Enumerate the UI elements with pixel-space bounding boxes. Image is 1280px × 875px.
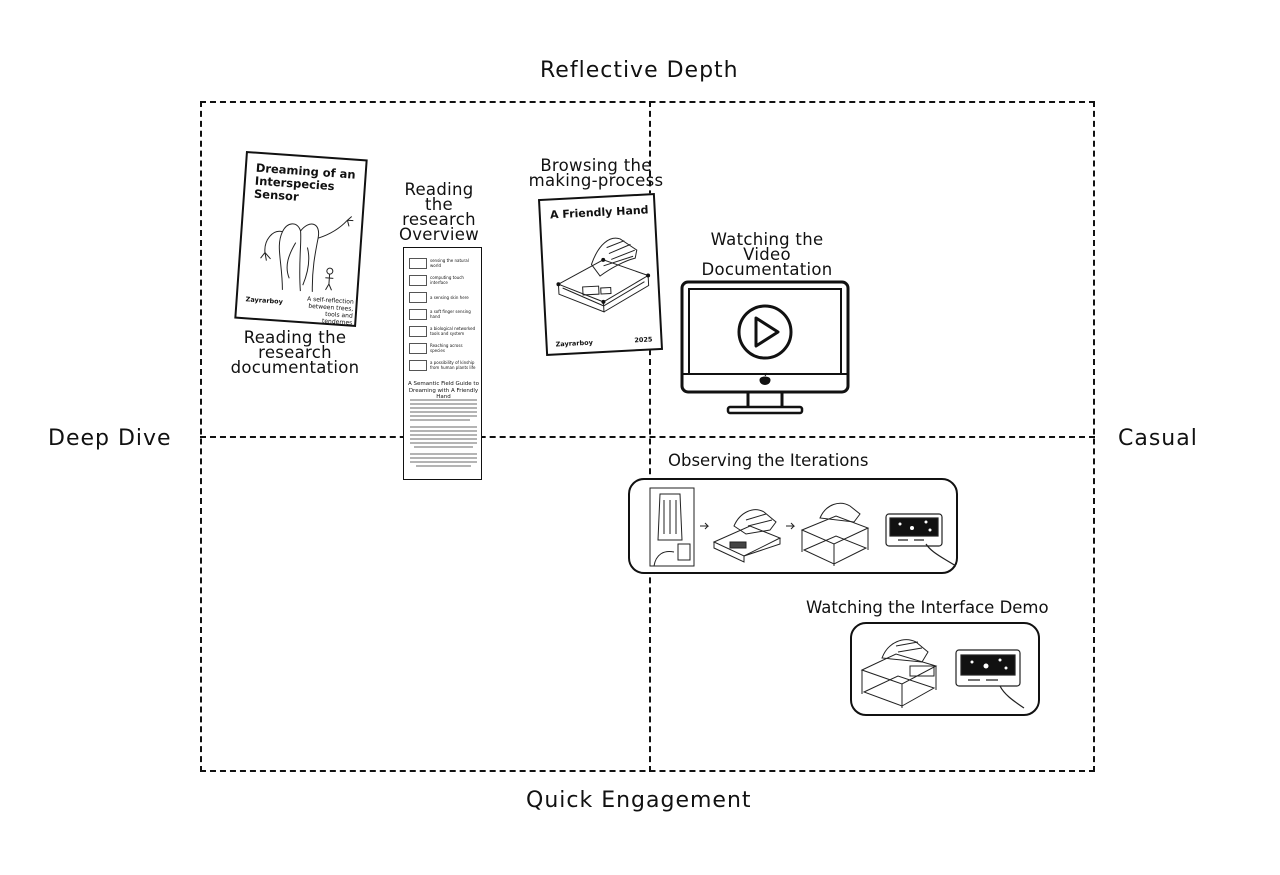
pictogram-icon	[409, 257, 427, 269]
iterations-panel	[628, 478, 958, 574]
video-caption: Watching the Video Documentation	[701, 230, 833, 279]
axis-label-top: Reflective Depth	[540, 58, 739, 83]
overview-row: a biological networked tools and system	[409, 324, 478, 338]
documentation-subtitle: A self-reflection between trees, tools a…	[306, 295, 354, 327]
overview-caption: Reading the research Overview	[398, 180, 480, 244]
pictogram-icon	[409, 274, 427, 286]
making-booklet: A Friendly Hand Zayrarboy 2025	[537, 193, 664, 356]
pictogram-icon	[409, 359, 427, 371]
hands-illustration-icon	[260, 216, 354, 292]
vertical-axis-line	[649, 101, 651, 772]
documentation-booklet: Dreaming of an Interspecies Sensor Zayra…	[234, 150, 368, 328]
pictogram-icon	[409, 342, 427, 354]
pictogram-icon	[409, 291, 427, 303]
monitor-icon	[680, 280, 850, 415]
overview-row: a possibility of kinship from human plan…	[409, 358, 478, 372]
axis-label-bottom: Quick Engagement	[526, 788, 752, 813]
making-cover-title: A Friendly Hand	[549, 203, 649, 222]
overview-doc-title: A Semantic Field Guide to Dreaming with …	[408, 381, 479, 400]
overview-rows: sensing the natural world computing touc…	[409, 256, 478, 375]
overview-row: computing touch interface	[409, 273, 478, 287]
overview-row: a soft finger sensing hand	[409, 307, 478, 321]
axis-label-left: Deep Dive	[48, 426, 172, 451]
making-author: Zayrarboy	[555, 338, 594, 349]
overview-row: Reaching across species	[409, 341, 478, 355]
documentation-caption: Reading the research documentation	[230, 328, 360, 377]
interface-demo-illustration	[860, 639, 1025, 709]
overview-row: sensing the natural world	[409, 256, 478, 270]
iterations-caption: Observing the Iterations	[668, 451, 869, 470]
iterations-sequence-illustration	[649, 487, 956, 567]
overview-body-text	[410, 399, 477, 467]
overview-row: a sensing skin here	[409, 290, 478, 304]
device-illustration-icon	[556, 237, 651, 313]
interface-panel	[850, 622, 1040, 716]
making-year: 2025	[634, 335, 653, 345]
horizontal-axis-line	[200, 436, 1095, 438]
making-caption: Browsing the making-process	[528, 156, 664, 190]
overview-sheet: sensing the natural world computing touc…	[403, 247, 482, 480]
pictogram-icon	[409, 308, 427, 320]
axis-label-right: Casual	[1118, 426, 1198, 451]
documentation-author: Zayrarboy	[245, 295, 284, 306]
pictogram-icon	[409, 325, 427, 337]
interface-caption: Watching the Interface Demo	[806, 598, 1049, 617]
